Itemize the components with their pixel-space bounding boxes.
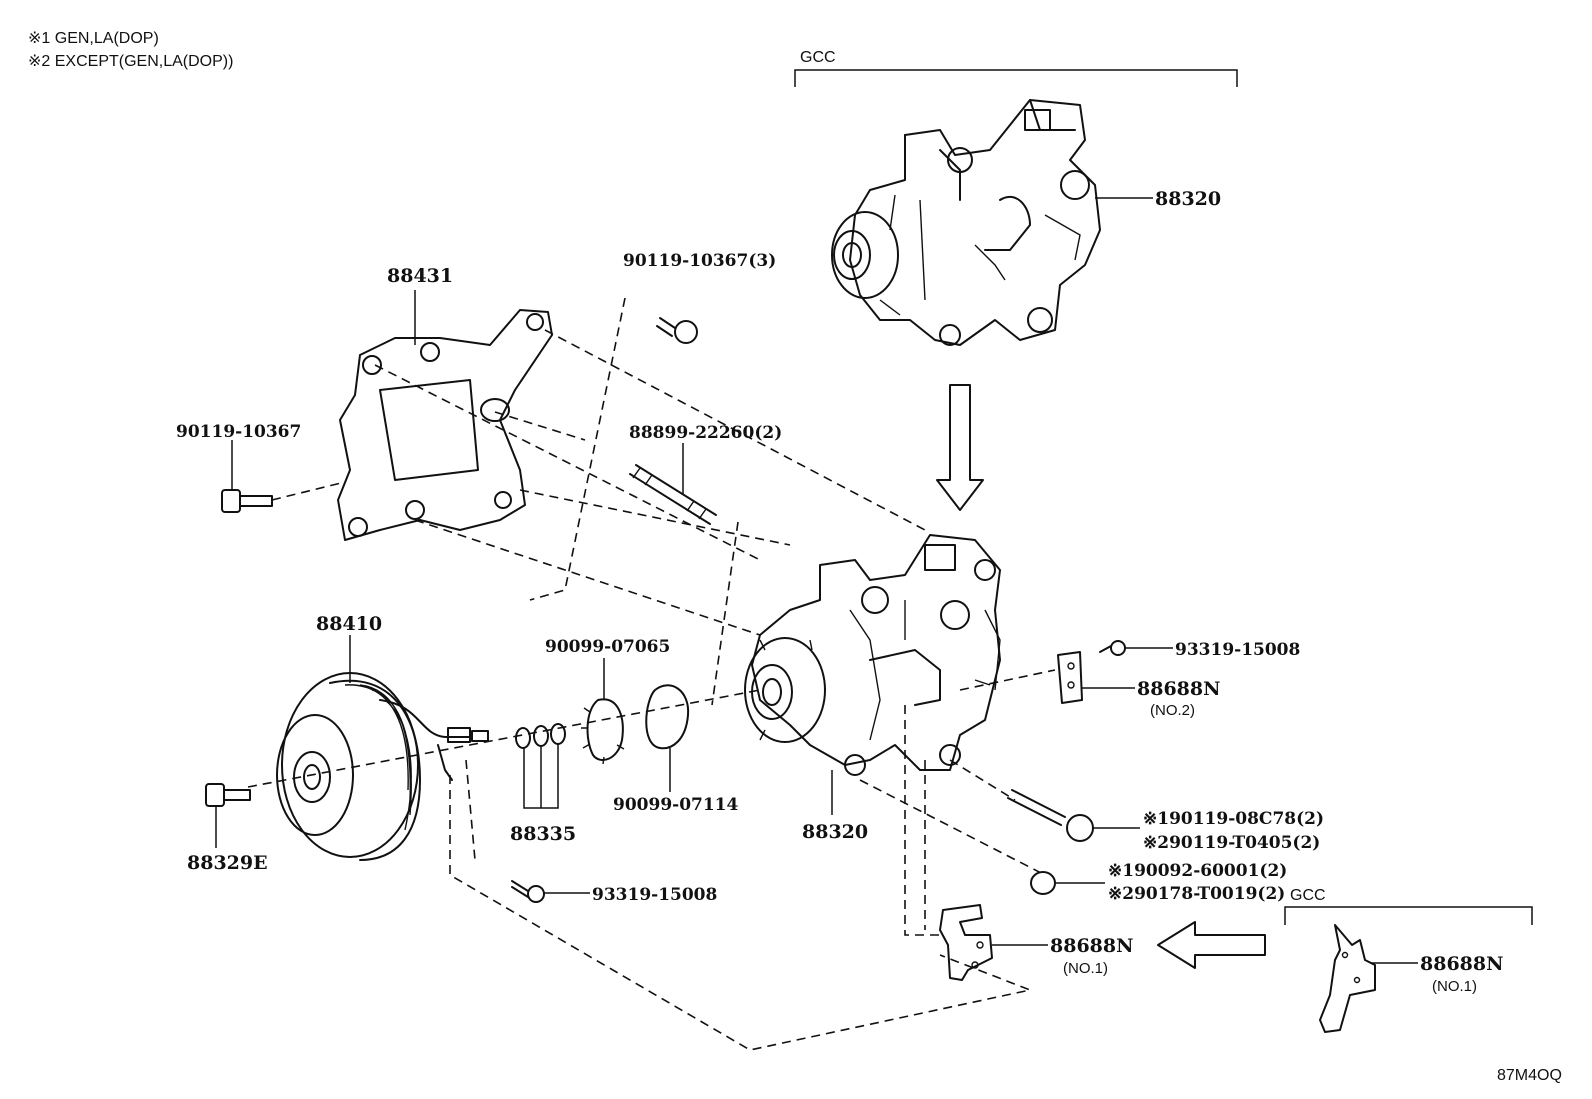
svg-text:※190119-08C78(2): ※190119-08C78(2) — [1143, 809, 1324, 829]
label-shims: 88335 — [510, 744, 576, 845]
label-stud-bolt: 88899-22260(2) — [629, 423, 782, 495]
svg-text:88329E: 88329E — [187, 852, 268, 874]
label-bolt-left: 90119-10367 — [176, 422, 301, 490]
label-clutch-pulley: 88410 — [316, 613, 382, 683]
svg-text:88688N: 88688N — [1420, 953, 1503, 975]
svg-text:93319-15008: 93319-15008 — [1175, 640, 1300, 660]
compressor-gcc-illustration[interactable] — [831, 99, 1101, 346]
nut-compressor-illustration[interactable] — [1030, 871, 1056, 895]
svg-text:(NO.2): (NO.2) — [1150, 702, 1195, 719]
bolt-90119-10367-3-illustration[interactable] — [656, 317, 698, 344]
arrow-left-icon — [1157, 921, 1266, 969]
label-clamp-no1-gcc: 88688N (NO.1) — [1370, 953, 1503, 995]
label-screw-lower: 93319-15008 — [544, 885, 717, 905]
label-clutch-bolt: 88329E — [187, 806, 268, 874]
svg-text:90099-07114: 90099-07114 — [613, 795, 739, 815]
label-compressor-gcc: 88320 — [1095, 188, 1221, 210]
bolt-compressor-illustration[interactable] — [1007, 789, 1094, 842]
svg-text:88899-22260(2): 88899-22260(2) — [629, 423, 782, 443]
svg-text:93319-15008: 93319-15008 — [592, 885, 717, 905]
gcc-bottom-group-bracket: GCC — [1284, 887, 1533, 925]
svg-text:88320: 88320 — [1155, 188, 1221, 210]
note-2: ※2 EXCEPT(GEN,LA(DOP)) — [28, 53, 233, 70]
snap-ring-2-illustration[interactable] — [645, 684, 690, 750]
svg-text:88410: 88410 — [316, 613, 382, 635]
svg-text:90119-10367(3): 90119-10367(3) — [623, 251, 776, 271]
label-bracket: 88431 — [387, 265, 453, 345]
screw-lower-illustration[interactable] — [511, 880, 545, 903]
svg-text:※190092-60001(2): ※190092-60001(2) — [1108, 861, 1287, 881]
label-snap-ring-1: 90099-07065 — [545, 637, 670, 700]
snap-ring-1-illustration[interactable] — [581, 698, 625, 765]
figure-code: 87M4OQ — [1497, 1067, 1562, 1084]
bolt-90119-10367-illustration[interactable] — [221, 489, 273, 513]
label-clamp-no1: 88688N (NO.1) — [992, 935, 1133, 977]
svg-text:※290119-T0405(2): ※290119-T0405(2) — [1143, 833, 1320, 853]
svg-text:88431: 88431 — [387, 265, 453, 287]
bracket-88431-illustration[interactable] — [337, 309, 553, 541]
label-clamp-no2: 88688N (NO.2) — [1082, 678, 1220, 719]
label-nut-compressor: ※190092-60001(2) ※290178-T0019(2) — [1055, 861, 1287, 904]
compressor-main-illustration[interactable] — [744, 534, 1001, 776]
stud-bolt-illustration[interactable] — [629, 464, 717, 525]
assembly-dash-lines — [247, 297, 1056, 1051]
svg-text:(NO.1): (NO.1) — [1063, 960, 1108, 977]
svg-text:※290178-T0019(2): ※290178-T0019(2) — [1108, 884, 1285, 904]
svg-text:90119-10367: 90119-10367 — [176, 422, 301, 442]
arrow-down-icon — [936, 384, 984, 511]
svg-text:88335: 88335 — [510, 823, 576, 845]
clamp-no1-gcc-illustration[interactable] — [1319, 924, 1376, 1033]
label-compressor-main: 88320 — [802, 770, 868, 843]
label-bolt-3: 90119-10367(3) — [623, 251, 776, 271]
gcc-bottom-label: GCC — [1290, 887, 1326, 904]
clutch-bolt-illustration[interactable] — [205, 783, 251, 807]
svg-text:88688N: 88688N — [1050, 935, 1133, 957]
clamp-no1-illustration[interactable] — [939, 904, 993, 981]
svg-text:88320: 88320 — [802, 821, 868, 843]
label-bolt-compressor: ※190119-08C78(2) ※290119-T0405(2) — [1093, 809, 1324, 853]
label-screw-upper: 93319-15008 — [1125, 640, 1300, 660]
screw-upper-illustration[interactable] — [1099, 640, 1126, 656]
clutch-pulley-illustration[interactable] — [276, 672, 489, 861]
svg-text:(NO.1): (NO.1) — [1432, 978, 1477, 995]
gcc-top-group-bracket: GCC — [794, 49, 1238, 87]
label-snap-ring-2: 90099-07114 — [613, 748, 739, 815]
gcc-top-label: GCC — [800, 49, 836, 66]
svg-text:88688N: 88688N — [1137, 678, 1220, 700]
note-1: ※1 GEN,LA(DOP) — [28, 30, 159, 47]
svg-text:90099-07065: 90099-07065 — [545, 637, 670, 657]
clamp-no2-illustration[interactable] — [1057, 651, 1083, 704]
